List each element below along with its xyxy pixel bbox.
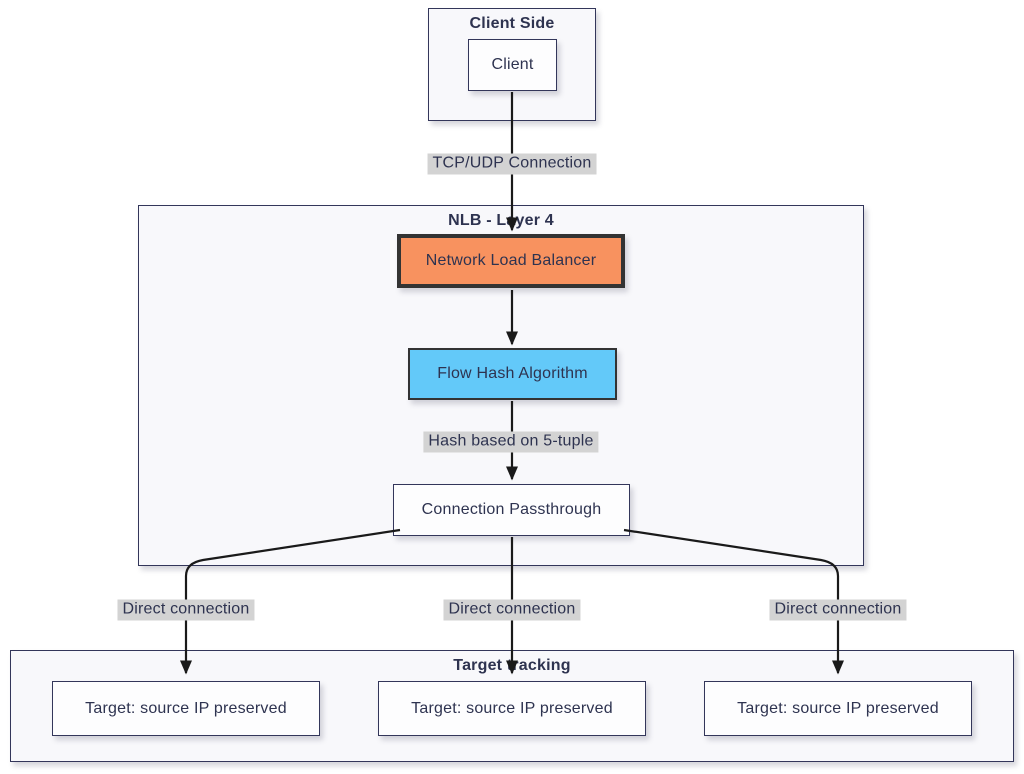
direct-connection-edge-label-1: Direct connection [117, 599, 255, 621]
flow-hash-algorithm-node: Flow Hash Algorithm [408, 348, 617, 400]
target-node-2: Target: source IP preserved [378, 681, 646, 736]
hash-5tuple-edge-label: Hash based on 5-tuple [423, 431, 599, 453]
direct-connection-edge-label-2: Direct connection [443, 599, 581, 621]
target-node-3: Target: source IP preserved [704, 681, 972, 736]
nlb-subgraph-title: NLB - Layer 4 [448, 212, 554, 229]
tcp-udp-connection-edge-label: TCP/UDP Connection [427, 153, 597, 175]
target-tracking-subgraph-title: Target tracking [453, 657, 571, 674]
connection-passthrough-node: Connection Passthrough [393, 484, 630, 536]
direct-connection-edge-label-3: Direct connection [769, 599, 907, 621]
client-side-subgraph-title: Client Side [469, 15, 555, 32]
target-node-1: Target: source IP preserved [52, 681, 320, 736]
client-node: Client [468, 39, 557, 91]
network-load-balancer-node: Network Load Balancer [397, 234, 625, 288]
